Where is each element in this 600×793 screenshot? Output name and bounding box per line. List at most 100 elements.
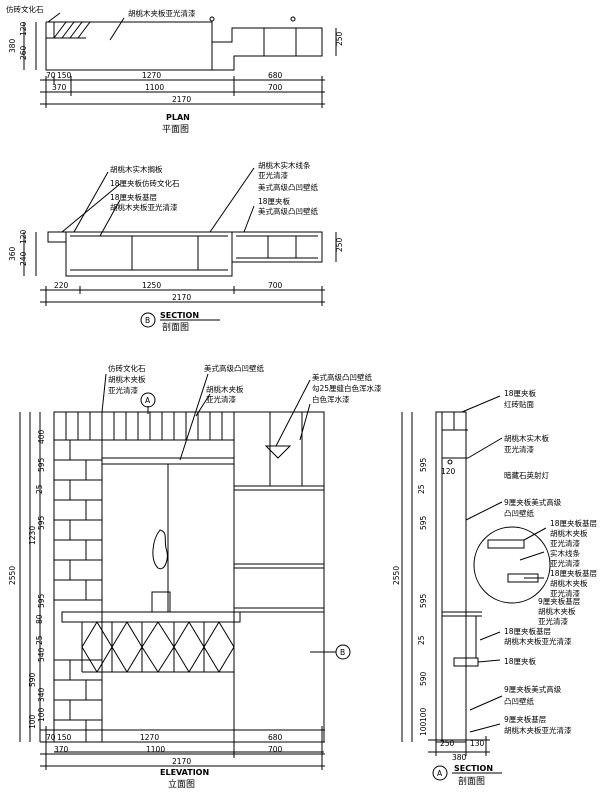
elev-dim-1230: 1230 — [28, 526, 37, 545]
seca-subtitle: 剖面图 — [458, 775, 485, 787]
plan-dim-380: 380 — [8, 38, 17, 53]
elev-marker-a: A — [145, 396, 151, 405]
secb-label-right-0: 胡桃木实木线条 — [258, 160, 311, 170]
seca-label-3: 亚光清漆 — [504, 444, 534, 454]
secb-dim-120: 120 — [19, 229, 28, 244]
seca-label-13: 胡桃木夹板 — [550, 578, 588, 588]
seca-label-7: 18厘夹板基层 — [550, 518, 598, 528]
elev-label-6: 美式高级凸凹壁纸 — [312, 372, 372, 382]
plan-dim-1100: 1100 — [145, 83, 164, 92]
seca-label-11: 亚光清漆 — [550, 558, 580, 568]
seca-dim-250: 250 — [440, 739, 455, 748]
elev-dim-11: 100 — [28, 714, 37, 729]
secb-label-right-3: 18厘夹板 — [258, 196, 291, 206]
elev-label-2: 亚光清漆 — [108, 385, 138, 395]
secb-label-left-0: 胡桃木实木搁板 — [110, 164, 163, 174]
secb-subtitle: 剖面图 — [162, 321, 189, 333]
secb-label-right-2: 美式高级凸凹壁纸 — [258, 182, 318, 192]
plan-dim-70: 70 — [46, 71, 56, 80]
seca-label-15: 9厘夹板基层 — [538, 596, 581, 606]
seca-dim-7: 100 — [419, 707, 428, 722]
secb-dim-360: 360 — [8, 246, 17, 261]
seca-label-6: 凸凹壁纸 — [504, 508, 534, 518]
plan-dim-120: 120 — [19, 21, 28, 36]
elev-dim-total: 2170 — [172, 757, 191, 766]
section-b-drawing — [23, 167, 337, 328]
elev-dim-1270: 1270 — [140, 733, 159, 742]
seca-label-4: 暗藏石英射灯 — [504, 470, 549, 480]
elevation-drawing — [19, 373, 351, 770]
secb-title: SECTION — [160, 311, 199, 320]
elev-dim-4: 595 — [37, 593, 46, 608]
plan-dim-total: 2170 — [172, 95, 191, 104]
secb-dim-700: 700 — [268, 281, 283, 290]
section-a-drawing — [401, 395, 551, 781]
elev-label-1: 胡桃木夹板 — [108, 374, 146, 384]
seca-label-22: 凸凹壁纸 — [504, 696, 534, 706]
secb-label-right-1: 亚光清漆 — [258, 170, 288, 180]
seca-dim-4: 595 — [419, 593, 428, 608]
elev-label-0: 仿砖文化石 — [108, 363, 146, 373]
elev-dim-9: 340 — [37, 687, 46, 702]
plan-dim-150: 150 — [57, 71, 72, 80]
secb-dim-1250: 1250 — [142, 281, 161, 290]
plan-dim-250: 250 — [335, 31, 344, 46]
seca-dim-3: 595 — [419, 515, 428, 530]
plan-subtitle: 平面图 — [162, 124, 189, 135]
elev-dim-700: 700 — [268, 745, 283, 754]
seca-label-19: 胡桃木夹板亚光清漆 — [504, 636, 572, 646]
plan-label-walnut: 胡桃木夹板亚光清漆 — [128, 8, 196, 18]
elev-dim-370: 370 — [54, 745, 69, 754]
seca-dim-total: 380 — [452, 753, 467, 762]
plan-dim-1270: 1270 — [142, 71, 161, 80]
elev-dim-total-height: 2550 — [8, 566, 17, 585]
elev-dim-70: 70 — [46, 733, 56, 742]
seca-label-9: 亚光清漆 — [550, 538, 580, 548]
elev-dim-6: 25 — [35, 635, 44, 645]
elev-dim-8: 590 — [28, 672, 37, 687]
seca-dim-6: 590 — [419, 671, 428, 686]
seca-dim-1: 595 — [419, 457, 428, 472]
secb-dim-total: 2170 — [172, 293, 191, 302]
seca-label-8: 胡桃木夹板 — [550, 528, 588, 538]
elev-label-3: 美式高级凸凹壁纸 — [204, 363, 264, 373]
plan-dim-680: 680 — [268, 71, 283, 80]
seca-label-16: 胡桃木夹板 — [538, 606, 576, 616]
elev-dim-10: 100 — [37, 707, 46, 722]
elev-label-4: 胡桃木夹板 — [206, 384, 244, 394]
seca-dim-total-height: 2550 — [392, 566, 401, 585]
seca-label-14: 亚光清漆 — [550, 588, 580, 598]
plan-drawing — [23, 12, 337, 108]
seca-title: SECTION — [454, 764, 493, 773]
secb-dim-240: 240 — [19, 251, 28, 266]
plan-dim-370: 370 — [52, 83, 67, 92]
seca-dim-130: 130 — [470, 739, 485, 748]
plan-dim-700: 700 — [268, 83, 283, 92]
seca-dim-5: 25 — [417, 635, 426, 645]
elev-label-8: 白色浑水漆 — [312, 394, 350, 404]
seca-dim-120: 120 — [441, 467, 456, 476]
secb-dim-250: 250 — [335, 237, 344, 252]
elev-dim-0: 400 — [37, 429, 46, 444]
elev-dim-3: 595 — [37, 515, 46, 530]
secb-dim-220: 220 — [54, 281, 69, 290]
elev-title: ELEVATION — [160, 768, 209, 777]
seca-label-2: 胡桃木实木板 — [504, 433, 549, 443]
elev-dim-2: 25 — [35, 484, 44, 494]
seca-label-0: 18厘夹板 — [504, 388, 537, 398]
seca-label-17: 亚光清漆 — [538, 616, 568, 626]
secb-label-right-4: 美式高级凸凹壁纸 — [258, 206, 318, 216]
elev-label-7: 勾25厘缝白色浑水漆 — [312, 383, 382, 393]
secb-marker: B — [145, 316, 150, 325]
seca-label-24: 胡桃木夹板亚光清漆 — [504, 725, 572, 735]
elev-dim-5: 80 — [35, 614, 44, 624]
elev-label-5: 亚光清漆 — [206, 394, 236, 404]
seca-dim-2: 25 — [417, 484, 426, 494]
elev-dim-7: 540 — [37, 647, 46, 662]
seca-label-18: 18厘夹板基层 — [504, 626, 552, 636]
plan-title: PLAN — [166, 113, 190, 122]
secb-label-left-2: 18厘夹板基层 — [110, 192, 158, 202]
secb-label-left-3: 胡桃木夹板亚光清漆 — [110, 202, 178, 212]
